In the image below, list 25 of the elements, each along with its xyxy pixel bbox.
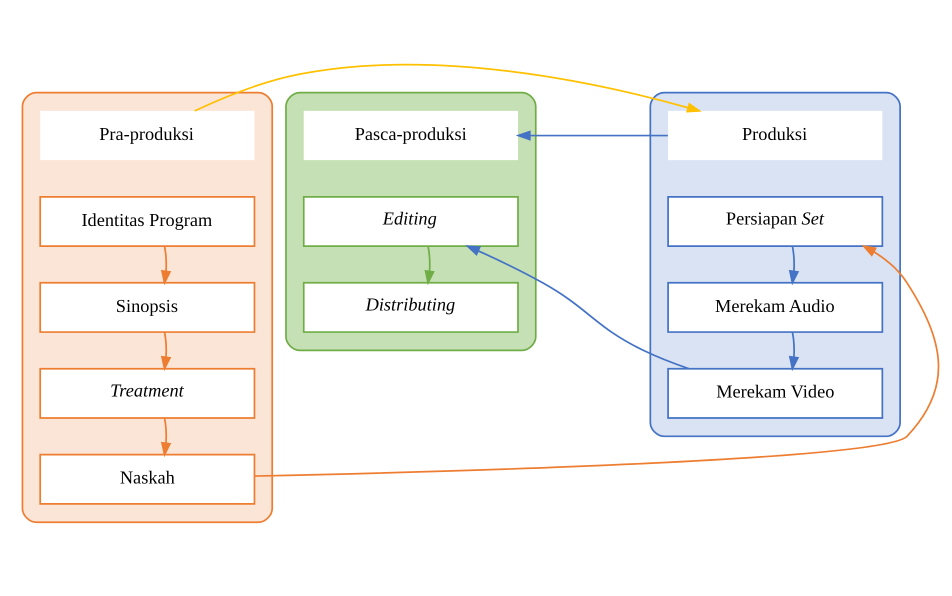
arrow [160,246,172,286]
node-box: Pra-produksi [40,110,254,160]
cluster [285,92,537,352]
arrow [465,245,690,370]
arrow [160,332,172,372]
node-box: Identitas Program [39,196,256,247]
node-box: Merekam Video [667,368,884,419]
node-box: Pasca-produksi [304,110,518,160]
node-box: Distributing [302,282,519,333]
node-box: Produksi [668,110,882,160]
cluster [22,92,274,524]
arrow [424,246,435,286]
arrow [254,244,940,477]
node-box: Treatment [39,368,256,419]
node-box: Sinopsis [39,282,256,333]
arrow [516,130,668,141]
arrow [788,332,800,372]
arrow [194,64,702,113]
node-box: Editing [302,196,519,247]
node-box: Merekam Audio [667,282,884,333]
arrow [788,246,800,286]
cluster [649,92,901,438]
node-box: Persiapan Set [667,196,884,247]
arrow [160,418,172,458]
node-box: Naskah [39,454,256,505]
